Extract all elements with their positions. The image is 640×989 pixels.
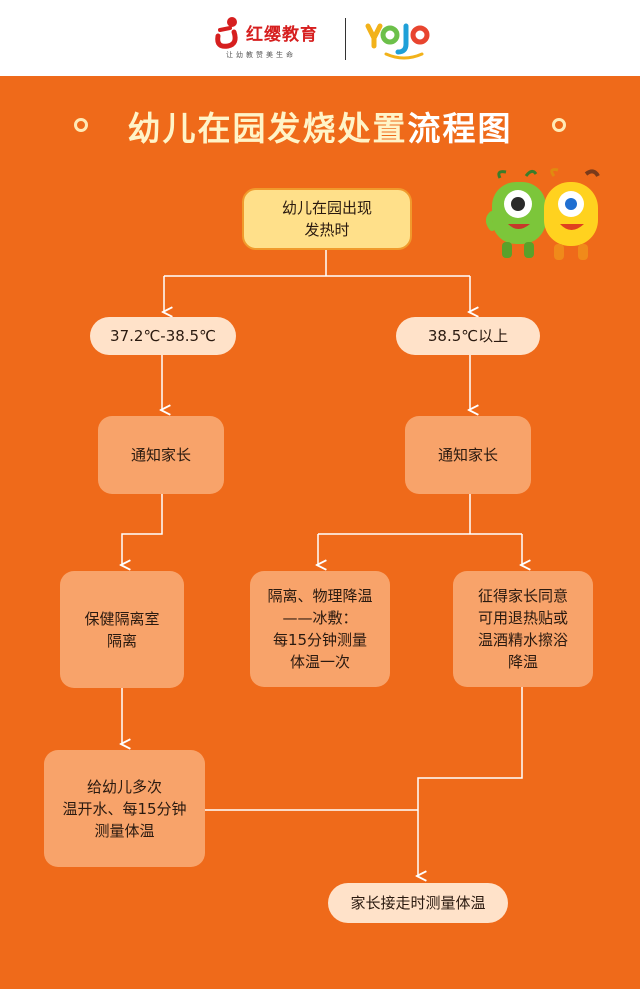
- header-bar: 红缨教育 让幼教赞美生命: [0, 0, 640, 76]
- header-divider: [345, 18, 346, 60]
- alcohol-cooling-step: 征得家长同意 可用退热贴或 温酒精水擦浴 降温: [453, 571, 593, 687]
- brand-name: 红缨教育: [246, 25, 318, 45]
- hongying-logo-icon: [215, 17, 238, 49]
- brand-slogan: 让幼教赞美生命: [226, 51, 296, 59]
- page-title: 幼儿在园发烧处置流程图: [0, 104, 640, 154]
- title-highlight: 流程图: [407, 109, 513, 148]
- connector-notify-high-split: [318, 494, 522, 535]
- ice-cooling-step: 隔离、物理降温 ——冰敷： 每15分钟测量 体温一次: [250, 571, 390, 687]
- notify-parents-low: 通知家长: [98, 416, 224, 494]
- branch-low-temp: 37.2℃-38.5℃: [90, 317, 236, 355]
- brand-logo-hongying: 红缨教育 让幼教赞美生命: [212, 14, 332, 62]
- title-left-dot: [74, 118, 88, 132]
- notify-parents-high: 通知家长: [405, 416, 531, 494]
- start-node: 幼儿在园出现 发热时: [242, 188, 412, 250]
- mascot-illustration: [486, 168, 600, 260]
- title-right-dot: [552, 118, 566, 132]
- warm-water-step: 给幼儿多次 温开水、每15分钟 测量体温: [44, 750, 205, 867]
- connector-alcohol-end: [418, 686, 523, 876]
- branch-high-temp: 38.5℃以上: [396, 317, 540, 355]
- connector-start-split: [164, 250, 470, 277]
- connector-notify-isolate: [122, 494, 163, 565]
- title-main: 幼儿在园发烧处置: [127, 109, 408, 148]
- yojo-logo-icon: [365, 23, 430, 60]
- end-node: 家长接走时测量体温: [328, 883, 508, 923]
- isolate-room-step: 保健隔离室 隔离: [60, 571, 184, 688]
